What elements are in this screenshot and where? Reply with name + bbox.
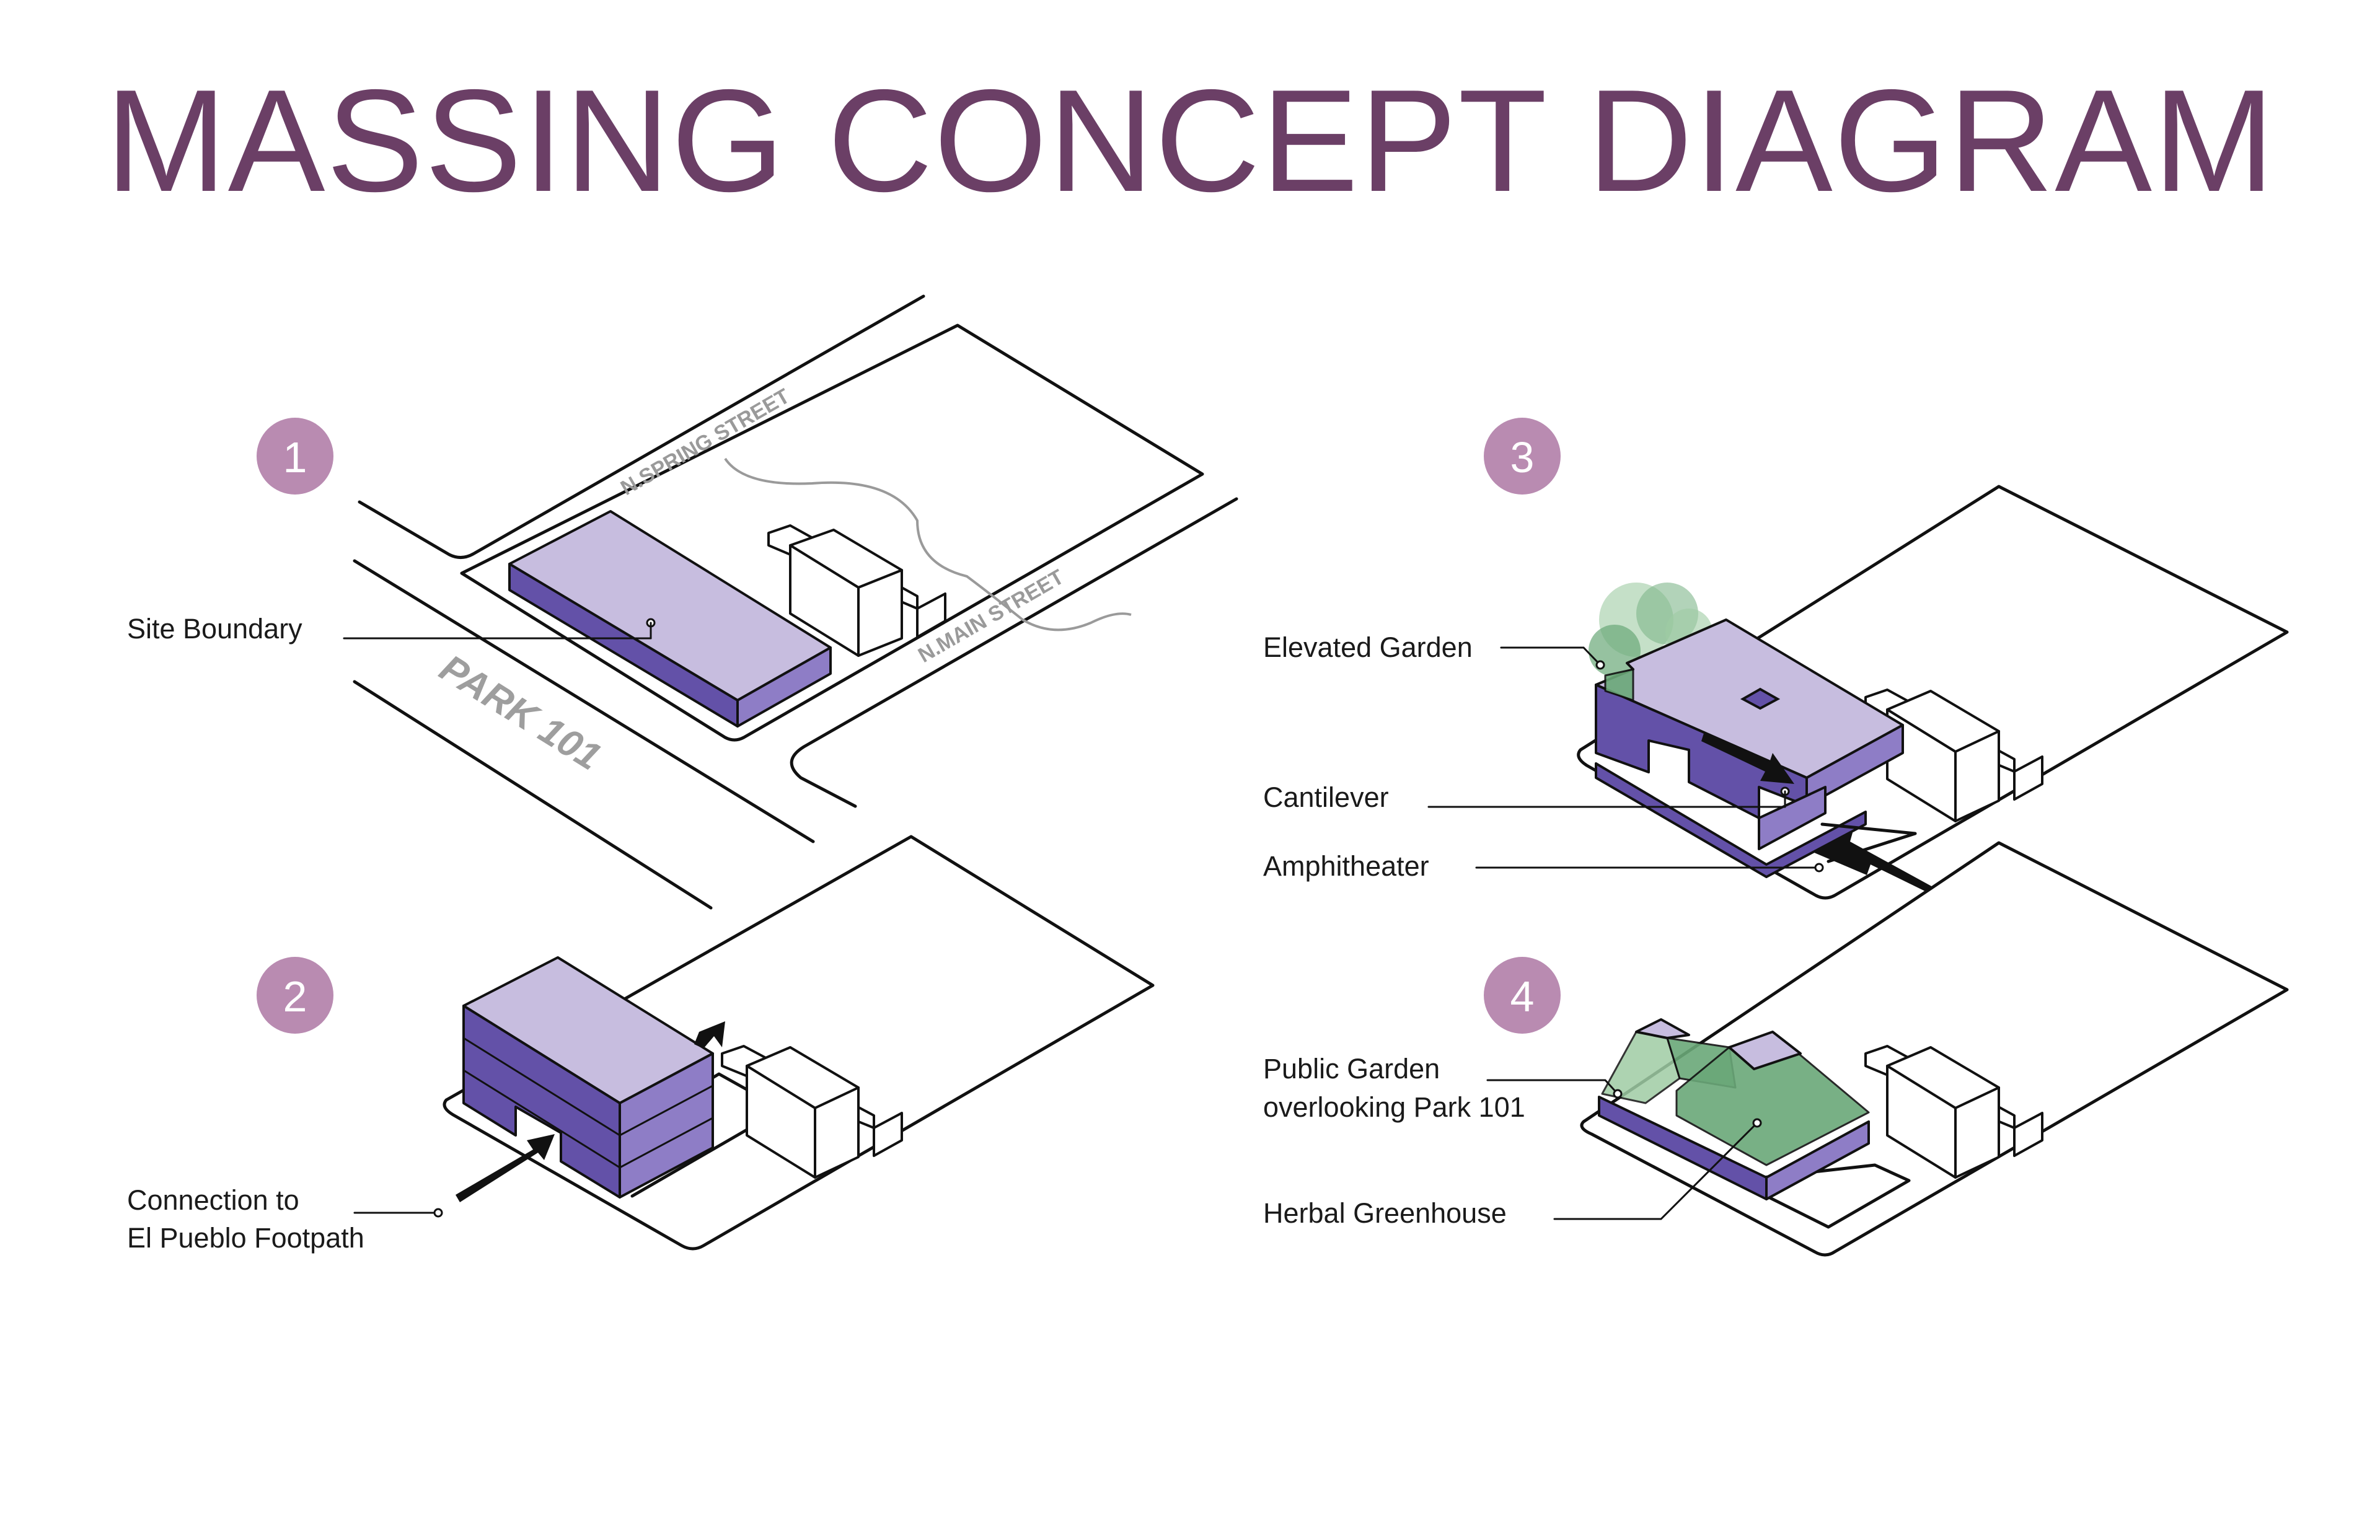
step-1: 1 N.SPRING STREET N.MAIN STREET PARK 101 — [127, 294, 1238, 910]
site-parcel — [460, 323, 1204, 742]
step-badge-2 — [257, 957, 333, 1034]
leader-amphitheater — [1475, 863, 1824, 873]
label-connection-line1: Connection to — [127, 1184, 299, 1216]
step-3: 3 — [1263, 418, 2289, 900]
arrow-icon — [1813, 830, 1934, 892]
neighbor-building — [767, 524, 946, 657]
street-label-park: PARK 101 — [433, 646, 609, 778]
label-amphitheater: Amphitheater — [1263, 850, 1429, 882]
street-edge — [353, 559, 815, 843]
arrow-icon — [694, 1021, 725, 1049]
label-connection-line2: El Pueblo Footpath — [127, 1222, 364, 1254]
arrow-icon — [1701, 731, 1794, 784]
step-badge-1 — [257, 418, 333, 495]
step-number-2: 2 — [283, 972, 307, 1021]
street-edge — [353, 680, 713, 910]
leader-public-garden — [1486, 1079, 1623, 1099]
mass-greenhouse — [1598, 1018, 1870, 1200]
leader-site-boundary — [343, 618, 656, 640]
site-parcel — [1577, 485, 2289, 900]
neighbor-building — [721, 1045, 903, 1179]
street-edge — [358, 294, 925, 559]
step-number-4: 4 — [1510, 972, 1535, 1021]
mass-cantilever — [1595, 618, 1917, 878]
leader-cantilever — [1427, 786, 1790, 808]
label-cantilever: Cantilever — [1263, 781, 1389, 813]
label-site-boundary: Site Boundary — [127, 613, 302, 645]
neighbor-building — [1864, 689, 2043, 822]
mass-slab — [508, 510, 832, 728]
page-title: MASSING CONCEPT DIAGRAM — [105, 59, 2276, 222]
street-label-spring: N.SPRING STREET — [617, 384, 794, 500]
neighbor-building — [1864, 1045, 2043, 1179]
site-parcel — [1580, 841, 2289, 1257]
topo-contour — [724, 457, 1132, 631]
label-elevated-garden: Elevated Garden — [1263, 631, 1473, 663]
leader-connection — [353, 1208, 443, 1218]
step-number-1: 1 — [283, 433, 307, 482]
leader-elevated-garden — [1500, 646, 1605, 670]
step-4: 4 Public Garden overlookin — [1263, 841, 2289, 1257]
label-public-garden-line2: overlooking Park 101 — [1263, 1091, 1525, 1123]
courtyard-outline — [1734, 1163, 1911, 1229]
label-herbal-greenhouse: Herbal Greenhouse — [1263, 1197, 1507, 1229]
leader-herbal-greenhouse — [1553, 1118, 1762, 1220]
step-number-3: 3 — [1510, 433, 1535, 482]
street-edge — [790, 497, 1238, 808]
step-badge-4 — [1484, 957, 1561, 1034]
step-badge-3 — [1484, 418, 1561, 495]
label-public-garden-line1: Public Garden — [1263, 1053, 1440, 1085]
mass-stack — [462, 956, 714, 1199]
step-2: 2 Connection to El Pueblo Footpath — [127, 835, 1155, 1254]
arrow-icon — [456, 1134, 555, 1202]
site-parcel — [443, 835, 1155, 1251]
